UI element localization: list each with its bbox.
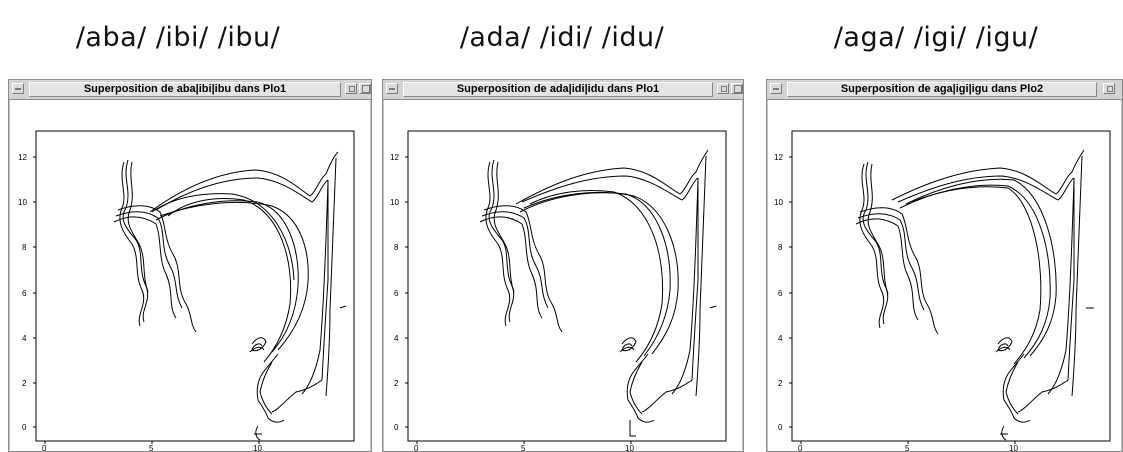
y-tick-label: 12 <box>774 153 783 162</box>
y-tick-label: 10 <box>390 198 399 207</box>
window-title: Superposition de aba|ibi|ibu dans Plo1 <box>29 82 341 97</box>
y-tick-label: 4 <box>394 334 399 343</box>
y-tick-label: 0 <box>22 423 27 432</box>
plot-frame <box>35 130 355 442</box>
y-tick-label: 10 <box>18 198 27 207</box>
x-tick-label: 5 <box>521 444 526 451</box>
x-tick-label: 10 <box>625 444 634 451</box>
minimize-icon[interactable] <box>717 83 729 94</box>
x-tick-label: 0 <box>42 444 47 451</box>
y-tick-label: 0 <box>394 423 399 432</box>
minimize-icon[interactable] <box>345 83 357 94</box>
tract-contours <box>855 149 1094 441</box>
y-tick-label: 6 <box>778 289 783 298</box>
x-tick-label: 0 <box>798 444 803 451</box>
x-tick-label: 0 <box>414 444 419 451</box>
y-tick-label: 8 <box>22 243 27 252</box>
tract-contours <box>113 151 347 441</box>
y-tick-label: 8 <box>778 243 783 252</box>
vocal-tract-plot: 12 10 8 6 4 2 0 0 5 10 <box>18 130 355 451</box>
window-title: Superposition de aga|igi|igu dans Plo2 <box>787 82 1097 97</box>
y-tick-label: 4 <box>778 334 783 343</box>
y-tick-label: 10 <box>774 198 783 207</box>
title-bar[interactable]: Superposition de aga|igi|igu dans Plo2 <box>767 80 1122 100</box>
minimize-icon[interactable] <box>1103 83 1115 94</box>
x-tick-label: 5 <box>905 444 910 451</box>
plot-window-velar[interactable]: Superposition de aga|igi|igu dans Plo2 <box>766 79 1123 452</box>
title-bar[interactable]: Superposition de ada|idi|idu dans Plo1 <box>383 80 743 100</box>
window-menu-icon[interactable] <box>12 83 24 94</box>
vocal-tract-plot: 12 10 8 6 4 2 0 0 5 10 <box>390 130 727 451</box>
y-tick-label: 2 <box>778 379 783 388</box>
x-tick-label: 5 <box>149 444 154 451</box>
tract-contours <box>479 149 717 437</box>
window-menu-icon[interactable] <box>770 83 782 94</box>
y-tick-label: 6 <box>22 289 27 298</box>
title-bar[interactable]: Superposition de aba|ibi|ibu dans Plo1 <box>9 80 371 100</box>
window-title: Superposition de ada|idi|idu dans Plo1 <box>403 82 713 97</box>
plot-canvas: 12 10 8 6 4 2 0 0 5 10 <box>10 100 370 451</box>
y-tick-label: 2 <box>22 379 27 388</box>
plot-window-dental[interactable]: Superposition de ada|idi|idu dans Plo1 <box>382 79 744 452</box>
plot-window-labial[interactable]: Superposition de aba|ibi|ibu dans Plo1 <box>8 79 372 452</box>
y-tick-label: 4 <box>22 334 27 343</box>
plot-frame <box>791 130 1111 442</box>
y-tick-label: 6 <box>394 289 399 298</box>
plot-canvas: 12 10 8 6 4 2 0 0 5 10 <box>768 100 1121 451</box>
window-menu-icon[interactable] <box>386 83 398 94</box>
y-tick-label: 8 <box>394 243 399 252</box>
y-tick-label: 0 <box>778 423 783 432</box>
y-tick-label: 12 <box>18 153 27 162</box>
axis-ticks <box>33 156 260 444</box>
maximize-icon[interactable] <box>731 83 743 94</box>
plot-canvas: 12 10 8 6 4 2 0 0 5 10 <box>384 100 742 451</box>
plot-frame <box>407 130 727 442</box>
y-tick-label: 12 <box>390 153 399 162</box>
caption-velar: /aga/ /igi/ /igu/ <box>833 22 1039 53</box>
axis-ticks <box>405 156 632 444</box>
y-tick-label: 2 <box>394 379 399 388</box>
x-tick-label: 10 <box>253 444 262 451</box>
maximize-icon[interactable] <box>359 83 371 94</box>
vocal-tract-plot: 12 10 8 6 4 2 0 0 5 10 <box>774 130 1111 451</box>
x-tick-label: 10 <box>1009 444 1018 451</box>
caption-labial: /aba/ /ibi/ /ibu/ <box>75 22 281 53</box>
axis-ticks <box>789 156 1016 444</box>
caption-dental: /ada/ /idi/ /idu/ <box>459 22 665 53</box>
